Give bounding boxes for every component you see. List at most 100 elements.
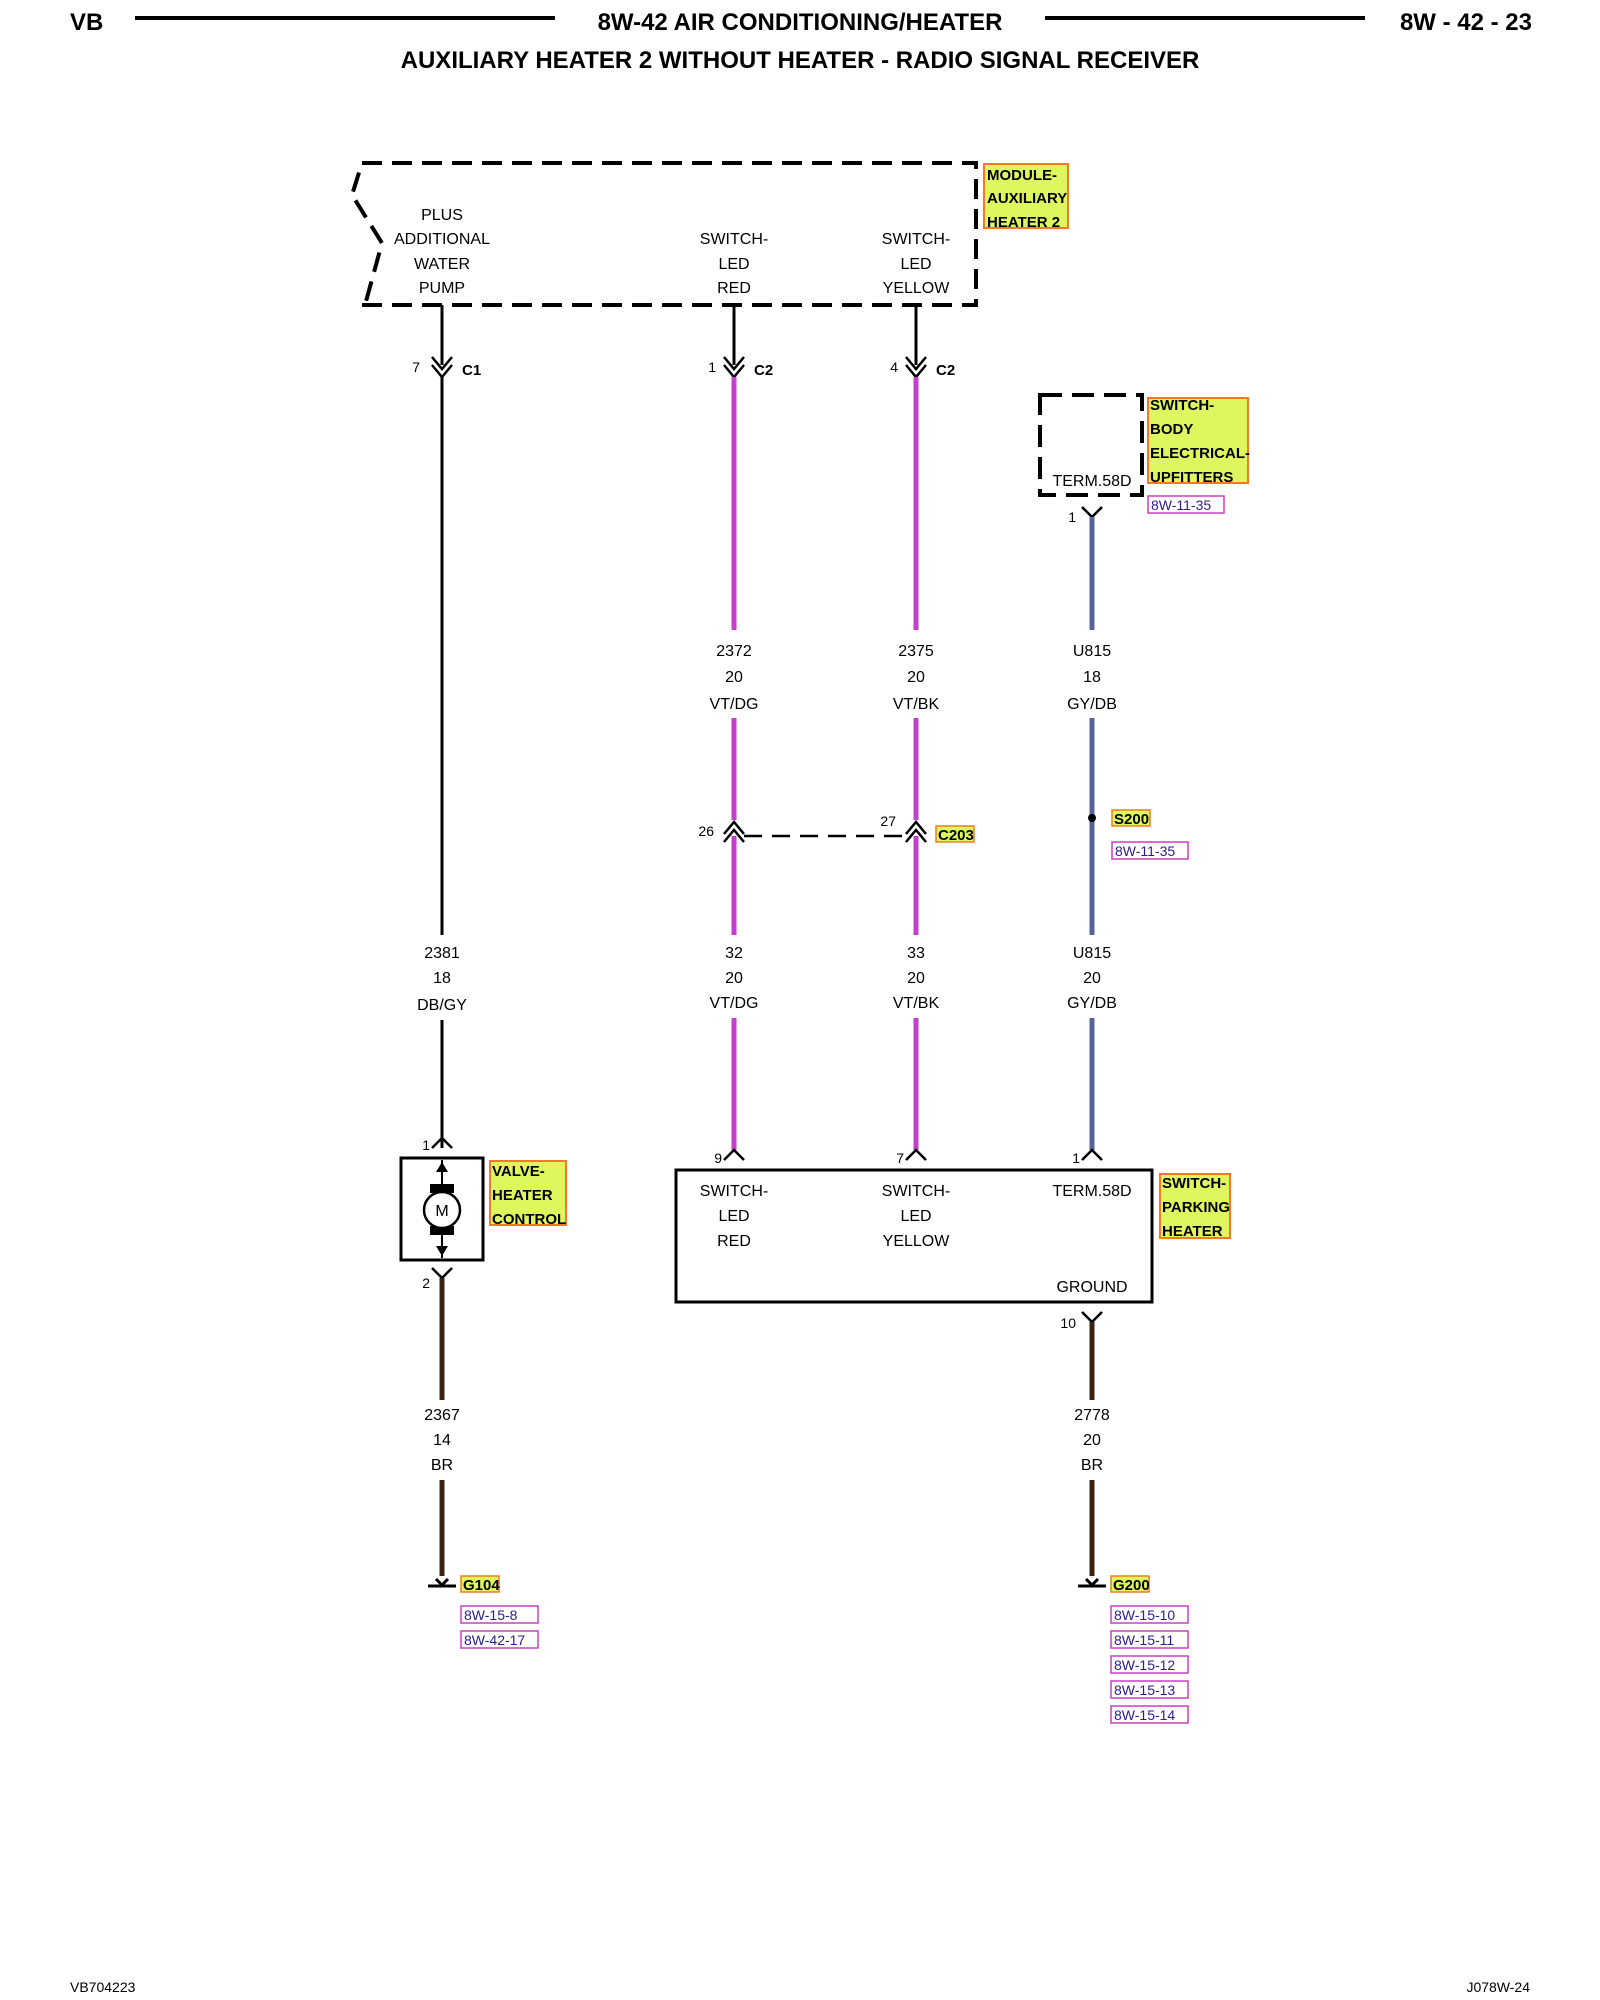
parking-red-line2: LED [718,1208,749,1225]
switch-parking-heater-box [674,1168,1154,1304]
wire-33-circuit: 33 [907,945,925,962]
ground-g200-symbol [1078,1577,1106,1588]
wire-33-label: 33 20 VT/BK [893,945,940,1012]
connector-c203-right-symbol [905,820,927,843]
connector-c203-right-pin: 27 [880,813,896,829]
module-name-line2: AUXILIARY [987,190,1067,207]
switch-upfitters-label: SWITCH- BODY ELECTRICAL- UPFITTERS [1147,397,1250,486]
wire-2778-gauge: 20 [1083,1432,1101,1449]
module-yellow-line3: YELLOW [883,280,951,297]
ground-g200-ref-3[interactable]: 8W-15-12 [1114,1657,1175,1673]
module-name-line3: HEATER 2 [987,214,1060,231]
upfitter-name-line2: BODY [1150,421,1193,438]
wire-2778-color: BR [1081,1457,1103,1474]
ground-g200-label: G200 [1110,1575,1150,1594]
ground-g104-ref-1[interactable]: 8W-15-8 [464,1607,518,1623]
wire-u815-top-gauge: 18 [1083,669,1101,686]
connector-c203-left-symbol [723,820,745,843]
motor-letter: M [435,1203,448,1220]
upfitter-ref-link[interactable]: 8W-11-35 [1151,497,1211,513]
parking-name-line3: HEATER [1162,1223,1223,1240]
valve-pin2-connector [431,1267,453,1280]
valve-name-line2: HEATER [492,1187,553,1204]
splice-s200-dot [1088,814,1096,822]
wire-2372-gauge: 20 [725,669,743,686]
module-red-line3: RED [717,280,751,297]
footer-right-code: J078W-24 [1466,1979,1530,1995]
upfitter-name-line1: SWITCH- [1150,397,1214,414]
page-subtitle: AUXILIARY HEATER 2 WITHOUT HEATER - RADI… [401,47,1200,74]
wire-2778-label: 2778 20 BR [1074,1407,1110,1474]
wire-2375-gauge: 20 [907,669,925,686]
connector-c1-name: C1 [462,362,481,379]
ground-g200-ref-2[interactable]: 8W-15-11 [1114,1632,1174,1648]
parking-red-line1: SWITCH- [700,1183,768,1200]
module-pump-line1: PLUS [421,207,463,224]
connector-c2-red-name: C2 [754,362,773,379]
connector-c2-yellow-pin: 4 [890,359,898,375]
wire-u815-bottom-gauge: 20 [1083,970,1101,987]
switch-term-pin-connector [1081,1148,1103,1161]
ground-g200-ref-4[interactable]: 8W-15-13 [1114,1682,1175,1698]
module-pump-line2: ADDITIONAL [394,231,490,248]
switch-parking-term: TERM.58D [1052,1183,1131,1200]
switch-parking-heater-label: SWITCH- PARKING HEATER [1159,1173,1231,1240]
splice-s200-ref-link[interactable]: 8W-11-35 [1115,843,1175,859]
module-aux-heater-label: MODULE- AUXILIARY HEATER 2 [983,163,1069,231]
connector-c2-yellow-name: C2 [936,362,955,379]
switch-ground-pin-label: 10 [1060,1315,1076,1331]
parking-name-line2: PARKING [1162,1199,1230,1216]
switch-upfitters-pin: 1 [1068,509,1076,525]
module-yellow-line2: LED [900,256,931,273]
wire-32-color: VT/DG [710,995,759,1012]
switch-upfitters-pin-connector [1081,506,1103,519]
connector-c203-left-pin: 26 [698,823,714,839]
ground-g200-ref-5[interactable]: 8W-15-14 [1114,1707,1175,1723]
module-pump-line4: PUMP [419,280,465,297]
ground-g200-refs: 8W-15-10 8W-15-11 8W-15-12 8W-15-13 8W-1… [1110,1605,1189,1724]
parking-red-line3: RED [717,1233,751,1250]
ground-g200-name: G200 [1113,1577,1150,1594]
wire-32-gauge: 20 [725,970,743,987]
wire-2381-color-text: DB/GY [417,997,467,1014]
module-pump-text: PLUS ADDITIONAL WATER PUMP [394,207,490,297]
connector-c203-name: C203 [938,827,974,844]
header-page-number: 8W - 42 - 23 [1400,9,1532,36]
valve-pin1-connector [431,1136,453,1149]
wire-2372-color: VT/DG [710,696,759,713]
wire-33-color: VT/BK [893,995,940,1012]
parking-yellow-line1: SWITCH- [882,1183,950,1200]
motor-icon [422,1190,462,1230]
ground-g104-name: G104 [463,1577,500,1594]
switch-upfitters-term: TERM.58D [1052,473,1131,490]
wire-u815-top-circuit: U815 [1073,643,1111,660]
module-pump-line3: WATER [414,256,470,273]
ground-g200-ref-1[interactable]: 8W-15-10 [1114,1607,1175,1623]
ground-g104-ref-2[interactable]: 8W-42-17 [464,1632,525,1648]
parking-yellow-line3: YELLOW [883,1233,951,1250]
switch-ground-pin-connector [1081,1311,1103,1324]
switch-red-pin-connector [723,1148,745,1161]
valve-name-line3: CONTROL [492,1211,566,1228]
switch-parking-red-text: SWITCH- LED RED [700,1183,768,1250]
module-led-yellow-text: SWITCH- LED YELLOW [882,231,950,297]
wire-u815-bottom-color: GY/DB [1067,995,1117,1012]
wire-2375-circuit: 2375 [898,643,934,660]
valve-heater-control-label: VALVE- HEATER CONTROL [489,1160,567,1228]
splice-s200-label: S200 [1111,809,1151,828]
wire-u815-top-color: GY/DB [1067,696,1117,713]
switch-term-pin-label: 1 [1072,1150,1080,1166]
switch-parking-yellow-text: SWITCH- LED YELLOW [882,1183,950,1250]
module-red-line2: LED [718,256,749,273]
switch-red-pin-label: 9 [714,1150,722,1166]
upfitter-name-line3: ELECTRICAL- [1150,445,1250,462]
wire-2381-gauge-text: 18 [433,970,451,987]
wire-2367-color: BR [431,1457,453,1474]
valve-name-line1: VALVE- [492,1163,545,1180]
ground-g104-symbol [428,1577,456,1588]
valve-pin2-label: 2 [422,1275,430,1291]
connector-c203-label: C203 [935,825,975,844]
switch-yellow-pin-connector [905,1148,927,1161]
wire-u815-top-label: U815 18 GY/DB [1067,643,1117,713]
splice-s200-name: S200 [1114,811,1149,828]
